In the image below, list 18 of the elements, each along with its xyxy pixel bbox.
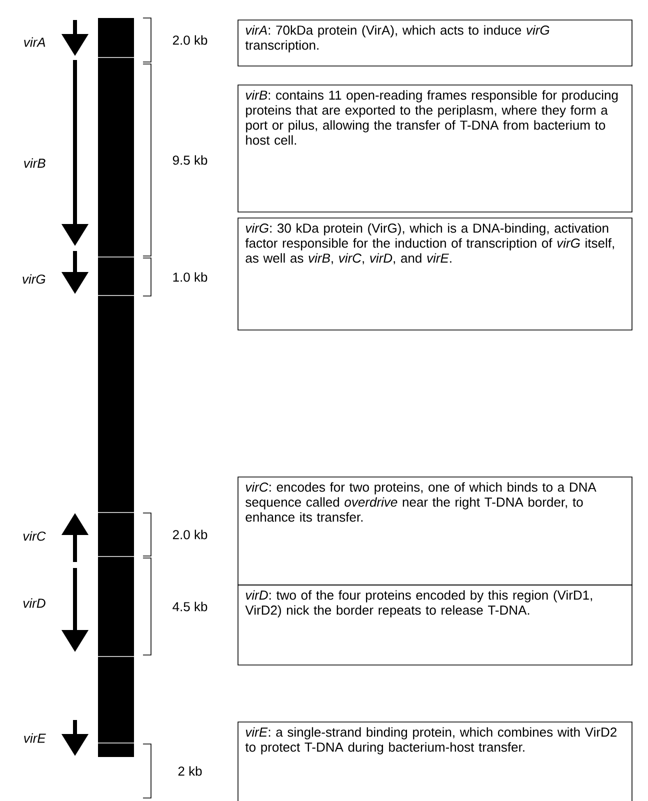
description-box: virC: encodes for two proteins, one of which binds to a DNA sequence called overdrive near the right T-DNA border, to enhance its transfer. [238,476,632,586]
size-label: 2.0 kb [172,530,208,540]
size-label: 2 kb [178,766,202,776]
description-box: virD: two of the four proteins encoded by this region (VirD1, VirD2) nick the border repeats to release T-DNA. [238,584,632,666]
gene-label: virE [24,733,46,743]
description-box: virE: a single-strand binding protein, which combines with VirD2 to protect T-DNA during bacterium-host transfer. [238,722,632,801]
gene-label: virG [22,274,46,284]
description-box: virG: 30 kDa protein (VirG), which is a DNA-binding, activation factor responsible for the induction of transcription of virG itself, as well as virB, virC, virD, and virE. [238,218,632,330]
gene-label: virC [23,531,46,541]
size-label: 4.5 kb [172,602,208,612]
size-label: 2.0 kb [172,35,208,45]
description-box: virA: 70kDa protein (VirA), which acts to induce virG transcription. [238,20,632,66]
size-label: 1.0 kb [173,272,208,282]
gene-label: virD [23,598,46,608]
gene-label: virA [24,37,46,47]
gene-label: virB [24,158,46,168]
size-label: 9.5 kb [172,155,208,165]
description-box: virB: contains 11 open-reading frames responsible for producing proteins that are exported to the periplasm, where they form a port or pilus, allowing the transfer of T-DNA from bacterium to host cell. [238,84,632,212]
